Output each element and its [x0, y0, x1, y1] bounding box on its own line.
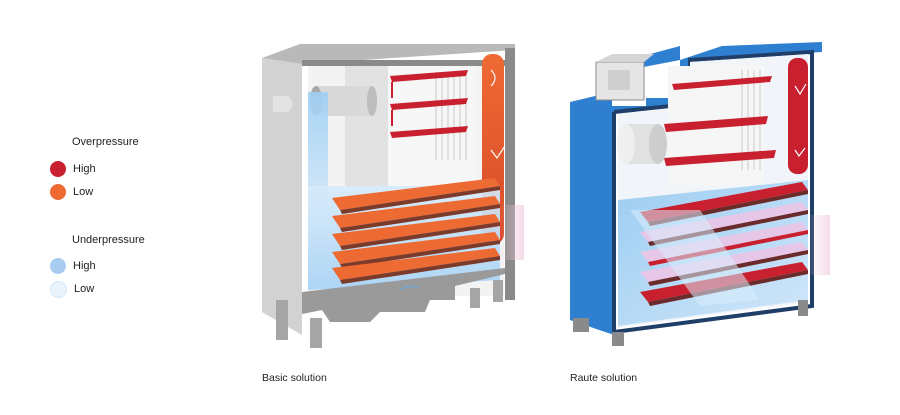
flow-arrow-icon [490, 69, 506, 160]
basic-legs [276, 280, 503, 348]
legend-label: Low [74, 283, 95, 295]
legend-title-underpressure: Underpressure [72, 234, 145, 246]
raute-legs [573, 300, 808, 346]
swatch-pale-blue-icon [50, 280, 67, 298]
legend-item-overpressure-high: High [50, 160, 96, 178]
legend-item-underpressure-low: Low [50, 280, 94, 298]
basic-right-wall [505, 48, 515, 300]
basic-top-cap [262, 44, 515, 64]
swatch-light-blue-icon [50, 258, 66, 274]
raute-top-shell [570, 42, 822, 114]
legend-item-underpressure-high: High [50, 257, 96, 275]
basic-top-wall [302, 60, 515, 66]
raute-upper-shelves [664, 76, 776, 166]
basic-upper-chamber [388, 66, 476, 186]
raute-air-beam [630, 210, 760, 306]
caption-basic-solution: Basic solution [262, 372, 327, 384]
swatch-orange-icon [50, 184, 66, 200]
basic-upper-side [345, 66, 388, 186]
raute-left-wall [570, 102, 614, 335]
legend-label: Low [73, 186, 94, 198]
legend-title-overpressure: Overpressure [72, 136, 139, 148]
basic-upper-shelves [390, 70, 468, 138]
swirl-arrow-icon [399, 285, 419, 291]
legend-label: High [73, 260, 96, 272]
swatch-dark-red-icon [50, 161, 66, 177]
flow-arrow-icon [794, 83, 807, 158]
legend-label: High [73, 163, 96, 175]
caption-raute-solution: Raute solution [570, 372, 638, 384]
raute-fan-cylinder [617, 124, 667, 164]
basic-air-column [308, 92, 328, 205]
raute-heat-glow [808, 215, 830, 275]
basic-heat-glow [500, 205, 524, 260]
basic-left-wall [262, 58, 302, 335]
oven-basic-cutaway-icon [262, 44, 524, 348]
legend-item-overpressure-low: Low [50, 183, 93, 201]
raute-red-duct [788, 58, 808, 174]
basic-floor [302, 268, 505, 322]
basic-vent-slats [435, 72, 467, 160]
raute-fan-housing [595, 54, 654, 101]
basic-tray-stack [332, 178, 500, 284]
oven-raute-cutaway-icon [570, 42, 830, 346]
